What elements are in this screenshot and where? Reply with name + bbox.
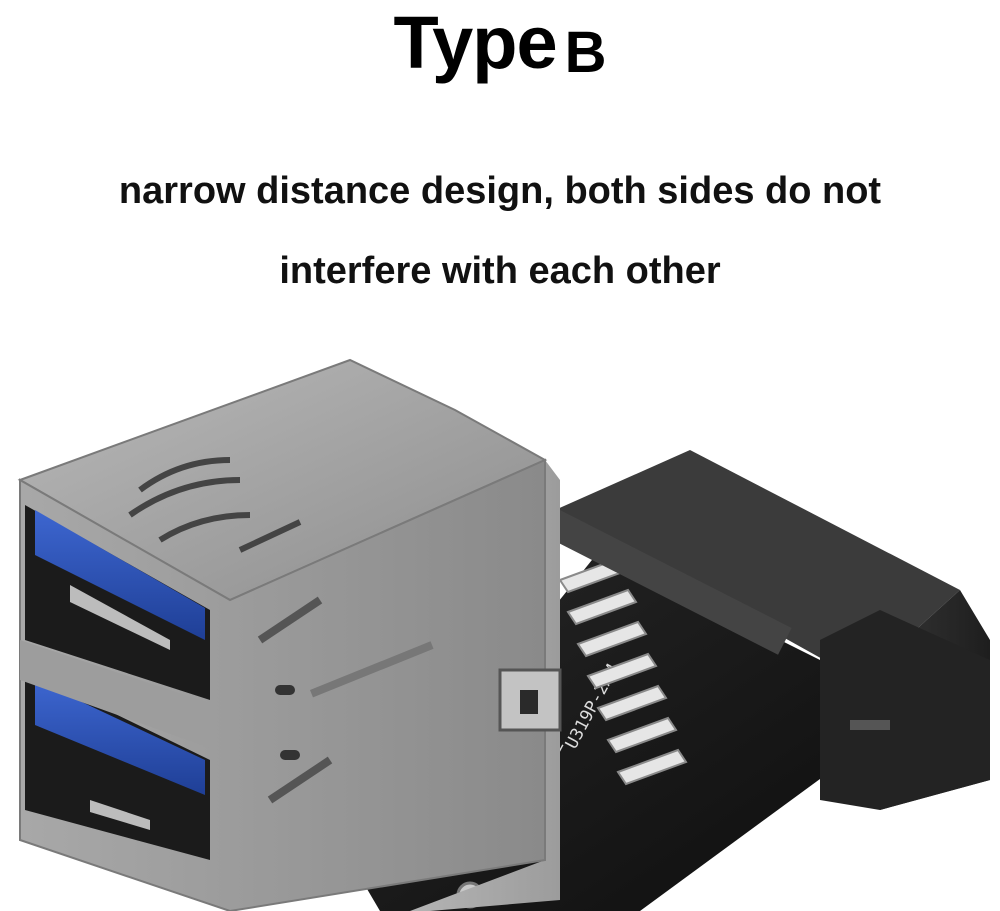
usb-port-top (25, 505, 210, 700)
usb-port-bottom (25, 670, 210, 860)
port-divider (20, 640, 215, 750)
title-main: Type (393, 1, 557, 84)
description-line-2: interfere with each other (279, 250, 721, 292)
pin-header-block (546, 450, 990, 810)
title-suffix: B (564, 20, 607, 85)
description-line-1: narrow distance design, both sides do no… (118, 170, 882, 212)
usb-adapter-photo: U319P-2AM 1142 (17, 358, 990, 911)
header-pins (558, 556, 688, 786)
